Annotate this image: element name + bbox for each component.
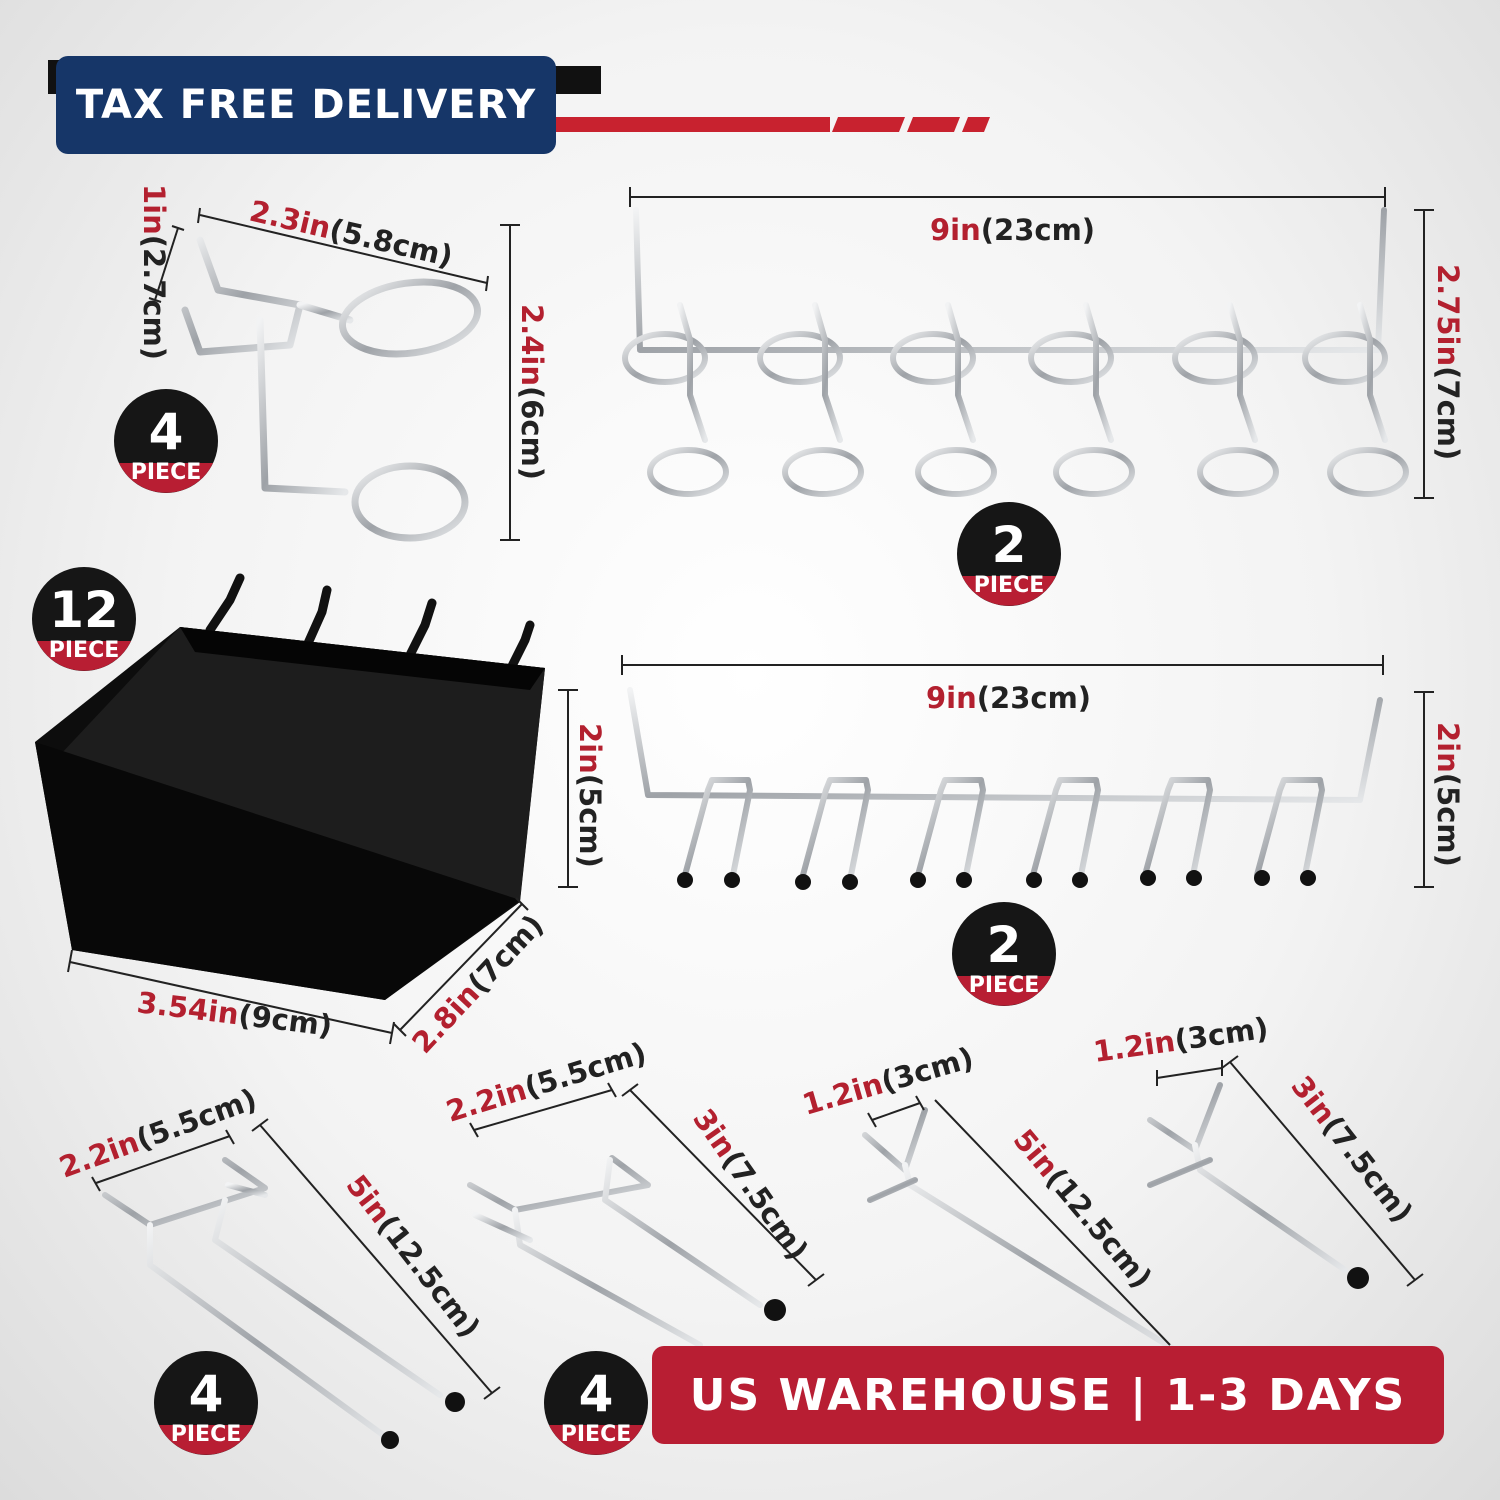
us-warehouse-banner: US WAREHOUSE | 1-3 DAYS	[652, 1346, 1444, 1444]
hook-rack-dimension-lines	[621, 655, 1434, 888]
badge-qty: 4	[189, 1365, 224, 1423]
ring-rack-length-label: 9in(23cm)	[930, 213, 1095, 247]
hook-rack-height-label: 2in(5cm)	[1431, 722, 1465, 867]
quantity-badge: 2 PIECE	[957, 502, 1061, 606]
badge-label: PIECE	[171, 1422, 242, 1447]
badge-qty: 4	[149, 403, 184, 461]
bin-height-label: 2in(5cm)	[573, 723, 607, 868]
badge-label: PIECE	[131, 460, 202, 485]
short-double-hook-dimension-lines	[469, 1082, 825, 1287]
short-double-hook-illustration	[467, 1155, 786, 1348]
badge-qty: 2	[992, 516, 1027, 574]
badge-label: PIECE	[561, 1422, 632, 1447]
badge-label: PIECE	[969, 973, 1040, 998]
holder-width-label: 2.3in(5.8cm)	[246, 194, 456, 274]
ring-rack-illustration	[622, 207, 1406, 497]
badge-qty: 2	[987, 916, 1022, 974]
long-double-hook-dimension-lines	[91, 1118, 501, 1400]
hook-rack-illustration	[627, 687, 1383, 890]
storage-bin-illustration	[35, 573, 545, 1000]
ring-holder-dimension-lines	[148, 207, 520, 541]
long-single-hook-illustration	[862, 1107, 1178, 1353]
long-double-hook-width-label: 2.2in(5.5cm)	[55, 1082, 261, 1185]
bin-dimension-lines	[67, 689, 578, 1045]
short-single-hook-illustration	[1147, 1082, 1369, 1289]
hook-rack-length-label: 9in(23cm)	[926, 681, 1091, 715]
quantity-badge: 4 PIECE	[114, 389, 218, 493]
badge-qty: 12	[49, 581, 119, 639]
badge-label: PIECE	[49, 638, 120, 663]
short-double-hook-width-label: 2.2in(5.5cm)	[442, 1036, 650, 1129]
long-double-hook-illustration	[102, 1157, 465, 1449]
long-single-hook-length-label: 5in(12.5cm)	[1007, 1123, 1159, 1295]
badge-label: PIECE	[974, 573, 1045, 598]
long-single-hook-dimension-lines	[867, 1095, 1171, 1346]
quantity-badge: 4 PIECE	[544, 1351, 648, 1455]
short-single-hook-dimension-lines	[1156, 1055, 1424, 1287]
ring-rack-height-label: 2.75in(7cm)	[1431, 264, 1465, 460]
ring-rack-dimension-lines	[629, 187, 1434, 499]
holder-height-label: 2.4in(6cm)	[515, 304, 549, 480]
quantity-badge: 4 PIECE	[154, 1351, 258, 1455]
holder-depth-label: 1in(2.7cm)	[137, 184, 171, 360]
short-single-hook-width-label: 1.2in(3cm)	[1091, 1011, 1270, 1069]
long-single-hook-width-label: 1.2in(3cm)	[799, 1041, 978, 1122]
short-double-hook-length-label: 3in(7.5cm)	[686, 1103, 815, 1267]
ring-holder-illustration	[181, 236, 482, 542]
long-double-hook-length-label: 5in(12.5cm)	[339, 1168, 487, 1344]
quantity-badge: 12 PIECE	[32, 567, 136, 671]
badge-qty: 4	[579, 1365, 614, 1423]
quantity-badge: 2 PIECE	[952, 902, 1056, 1006]
bin-width-label: 3.54in(9cm)	[135, 985, 334, 1043]
tax-free-delivery-banner: TAX FREE DELIVERY	[56, 56, 556, 154]
